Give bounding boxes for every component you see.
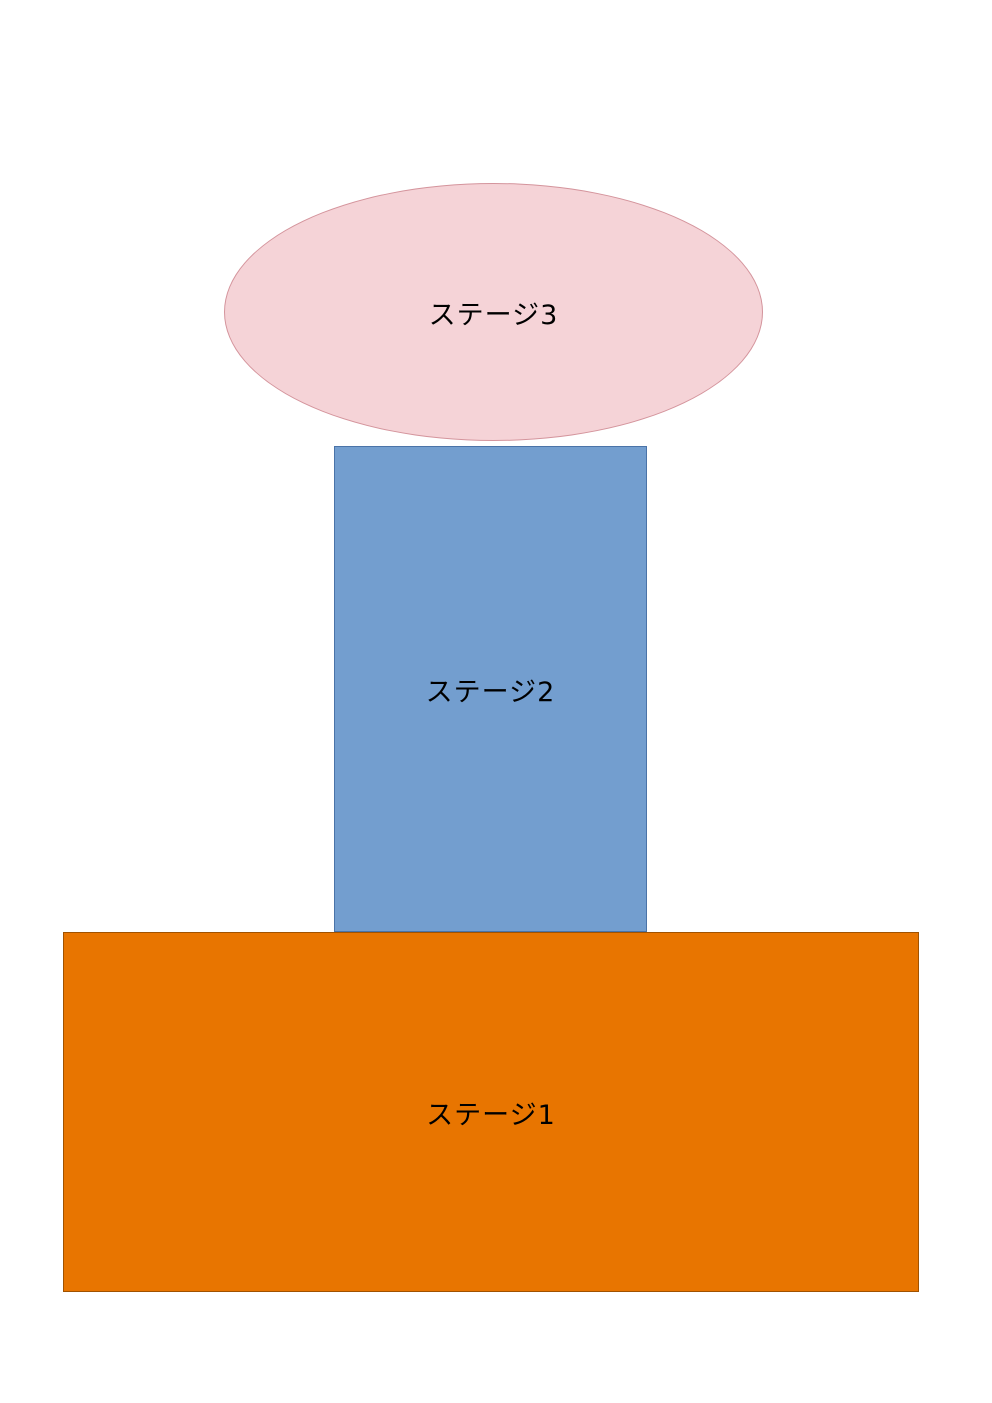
stage-3-ellipse: ステージ3 xyxy=(224,183,763,441)
stage-2-box: ステージ2 xyxy=(334,446,647,932)
stage-1-box: ステージ1 xyxy=(63,932,919,1292)
stage-1-label: ステージ1 xyxy=(426,1099,556,1131)
stage-2-label: ステージ2 xyxy=(425,676,556,708)
stage-3-label: ステージ3 xyxy=(428,299,559,331)
